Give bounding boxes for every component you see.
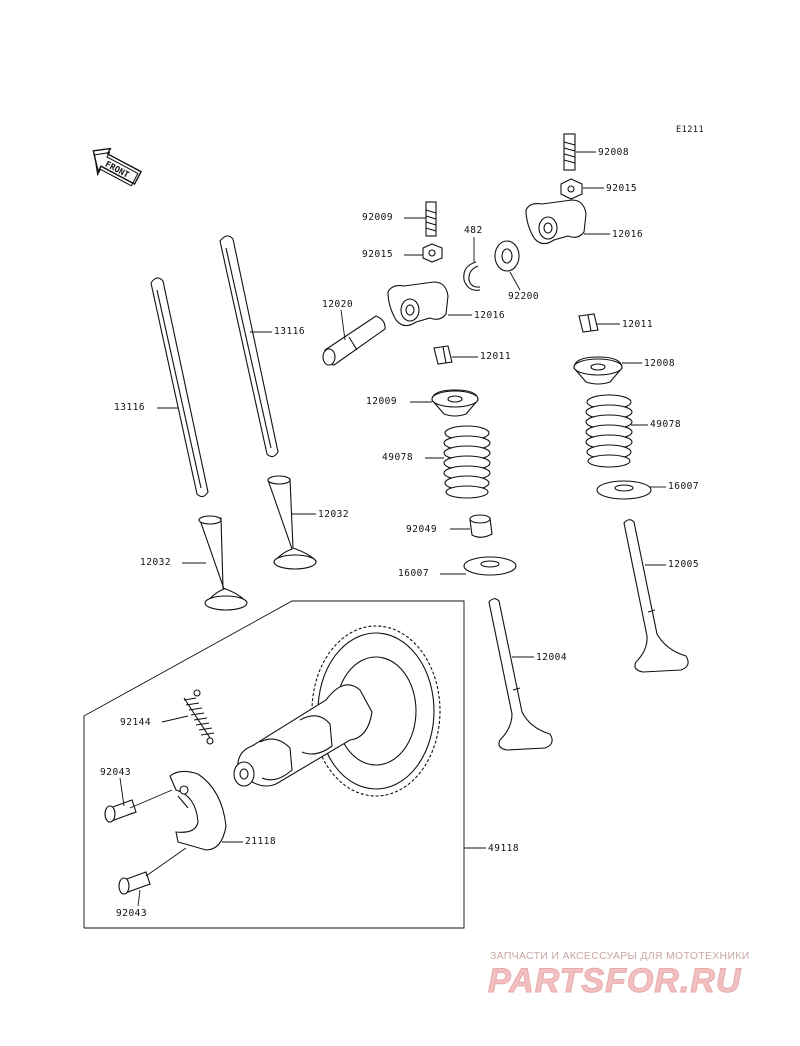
locknut-right <box>560 178 583 200</box>
callout-12004: 12004 <box>536 652 568 663</box>
adjuster-screw-right <box>563 133 576 171</box>
callout-13116-right: 13116 <box>274 326 306 337</box>
exhaust-valve-12004 <box>488 598 553 751</box>
callout-12016-right: 12016 <box>612 229 644 240</box>
callout-21118: 21118 <box>245 836 277 847</box>
callout-92043-top: 92043 <box>100 767 132 778</box>
decomp-spring-92144 <box>183 689 215 745</box>
callout-49078-left: 49078 <box>382 452 414 463</box>
keeper-right <box>578 313 599 333</box>
intake-valve-12005 <box>623 519 689 673</box>
bolt-bottom-92043 <box>118 871 151 895</box>
bolt-top-92043 <box>104 799 137 823</box>
callout-12005: 12005 <box>668 559 700 570</box>
rocker-arm-left <box>387 281 449 327</box>
keeper-left <box>433 345 453 365</box>
washer-92200 <box>494 240 520 272</box>
circlip-482 <box>463 261 481 291</box>
leader-lines <box>119 151 666 907</box>
callout-92049: 92049 <box>406 524 438 535</box>
valve-spring-right <box>585 394 633 468</box>
callout-12032-right: 12032 <box>318 509 350 520</box>
rocker-arm-right <box>525 199 587 245</box>
camshaft-assembly-frame <box>83 600 465 929</box>
decomp-plate-21118 <box>169 770 227 851</box>
pushrod-right <box>219 235 279 458</box>
adjuster-screw-left <box>425 201 437 237</box>
watermark-logo: PARTSFOR.RU <box>487 962 742 1001</box>
callout-92008: 92008 <box>598 147 630 158</box>
retainer-12008 <box>573 356 623 385</box>
locknut-left <box>422 243 443 263</box>
callout-92015-left: 92015 <box>362 249 394 260</box>
watermark-tagline: ЗАПЧАСТИ И АКСЕССУАРЫ ДЛЯ МОТОТЕХНИКИ <box>490 950 750 962</box>
front-arrow-icon: FRONT <box>92 147 143 187</box>
callout-12011-right: 12011 <box>622 319 654 330</box>
cam-gear <box>311 625 441 797</box>
callout-12032-left: 12032 <box>140 557 172 568</box>
spring-seat-right <box>596 480 652 500</box>
valve-spring-left <box>443 425 491 499</box>
callout-16007-right: 16007 <box>668 481 700 492</box>
callout-92015-right: 92015 <box>606 183 638 194</box>
callout-12020: 12020 <box>322 299 354 310</box>
callout-92200: 92200 <box>508 291 540 302</box>
tappet-left <box>198 515 248 611</box>
callout-482: 482 <box>464 225 483 236</box>
rocker-shaft <box>322 315 386 366</box>
callout-49118: 49118 <box>488 843 520 854</box>
callout-12008: 12008 <box>644 358 676 369</box>
callout-12016-left: 12016 <box>474 310 506 321</box>
callout-12009: 12009 <box>366 396 398 407</box>
callout-49078-right: 49078 <box>650 419 682 430</box>
callout-92144: 92144 <box>120 717 152 728</box>
camshaft <box>233 684 373 787</box>
callout-16007-left: 16007 <box>398 568 430 579</box>
spring-seat-left <box>463 556 517 576</box>
stem-seal-92049 <box>469 514 493 538</box>
diagram-code: E1211 <box>676 125 705 135</box>
tappet-right <box>267 475 318 570</box>
retainer-12009 <box>431 389 479 417</box>
callout-13116-left: 13116 <box>114 402 146 413</box>
callout-92009: 92009 <box>362 212 394 223</box>
pushrod-left <box>150 277 209 498</box>
callout-92043-bottom: 92043 <box>116 908 148 919</box>
callout-12011-left: 12011 <box>480 351 512 362</box>
